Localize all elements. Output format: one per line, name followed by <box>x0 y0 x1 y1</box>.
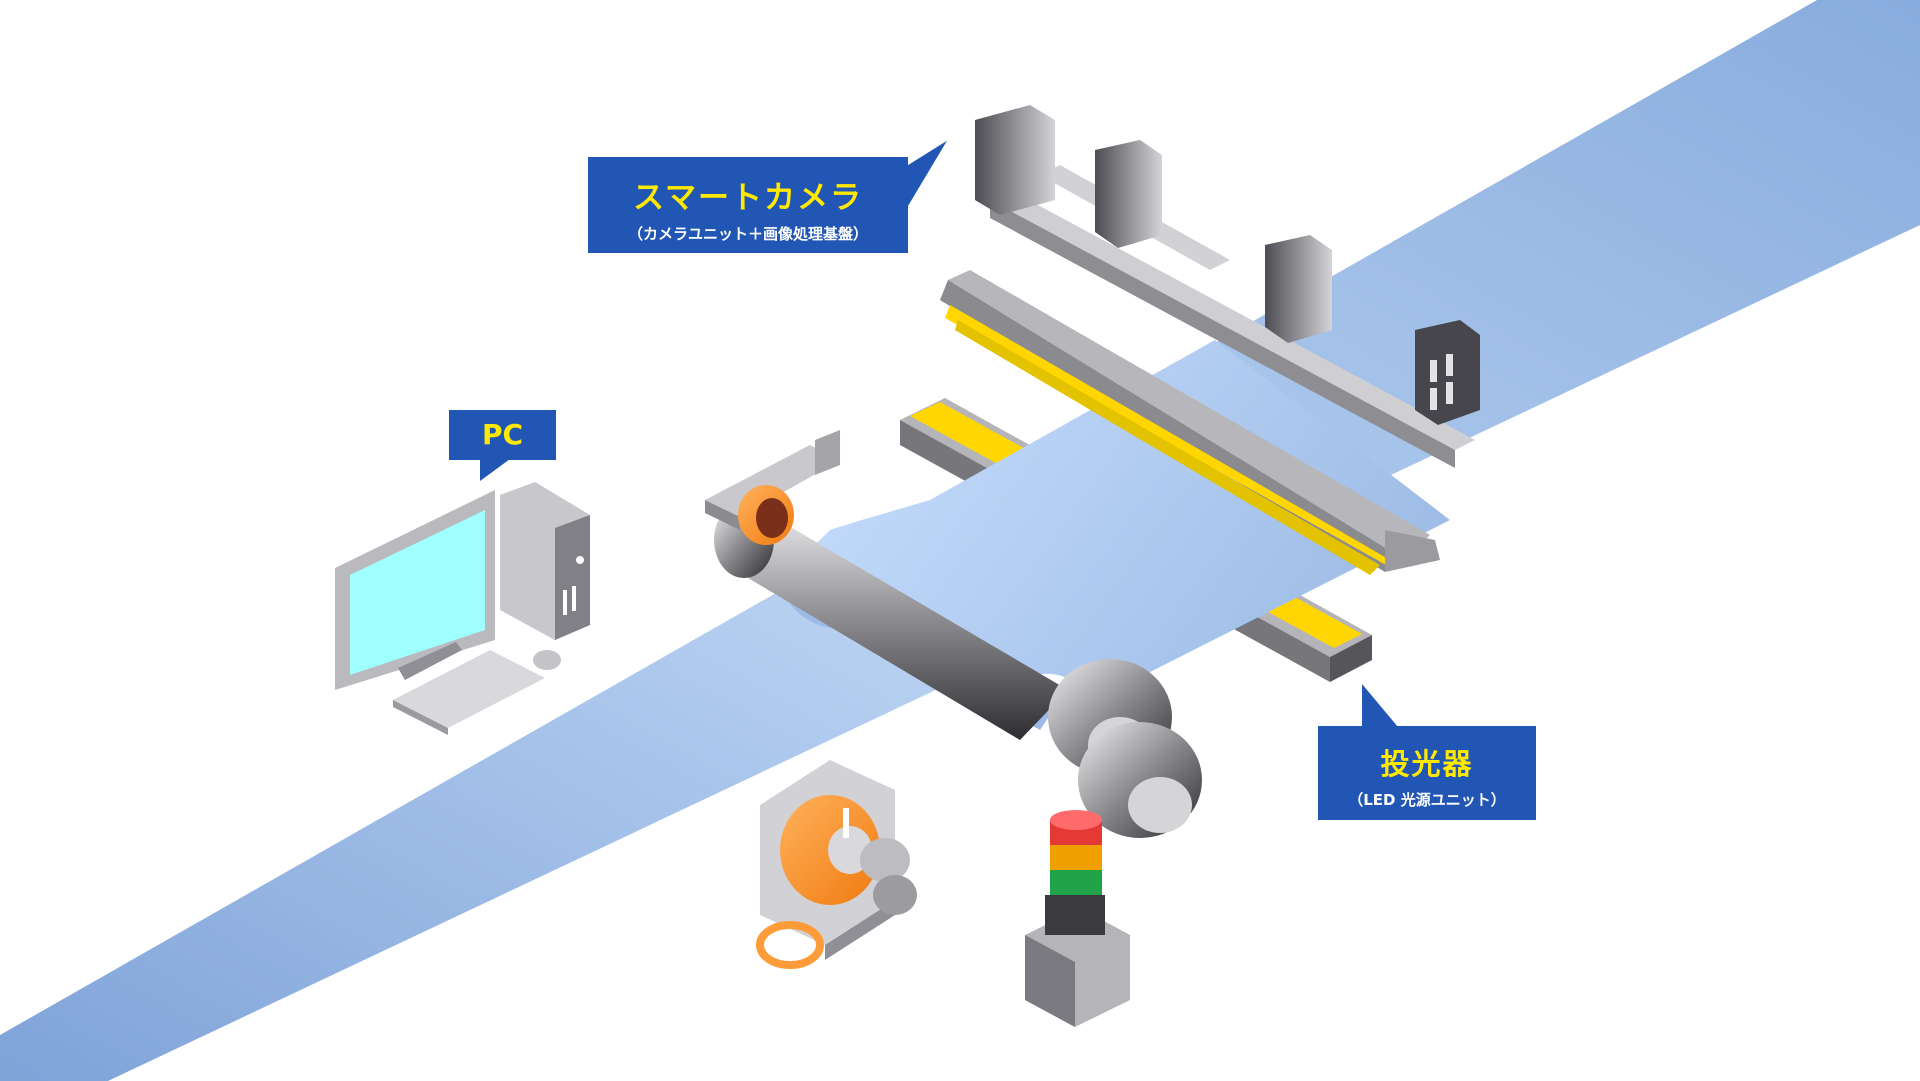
smart-camera-sublabel: （カメラユニット＋画像処理基盤） <box>627 225 868 243</box>
pc-tower <box>500 482 590 640</box>
pc-callout-pointer <box>480 459 510 481</box>
led-light-sublabel: （LED 光源ユニット） <box>1348 791 1506 809</box>
smart-camera <box>975 105 1480 468</box>
led-light-label: 投光器 <box>1380 747 1474 781</box>
upper-light-bar <box>940 270 1440 575</box>
pc-callout: PC <box>449 410 556 460</box>
pc-monitor <box>335 490 495 690</box>
lower-rollers <box>1048 659 1202 838</box>
encoder-sensor <box>705 430 840 545</box>
motor-drive <box>756 760 917 969</box>
smart-camera-callout: スマートカメラ （カメラユニット＋画像処理基盤） <box>588 157 908 253</box>
signal-tower <box>1025 810 1130 1027</box>
keyboard <box>393 650 545 735</box>
smart-camera-label: スマートカメラ <box>632 180 864 216</box>
led-callout-pointer <box>1362 684 1398 727</box>
pc-label: PC <box>481 418 524 451</box>
led-light-callout: 投光器 （LED 光源ユニット） <box>1318 726 1536 820</box>
mouse <box>533 650 561 670</box>
